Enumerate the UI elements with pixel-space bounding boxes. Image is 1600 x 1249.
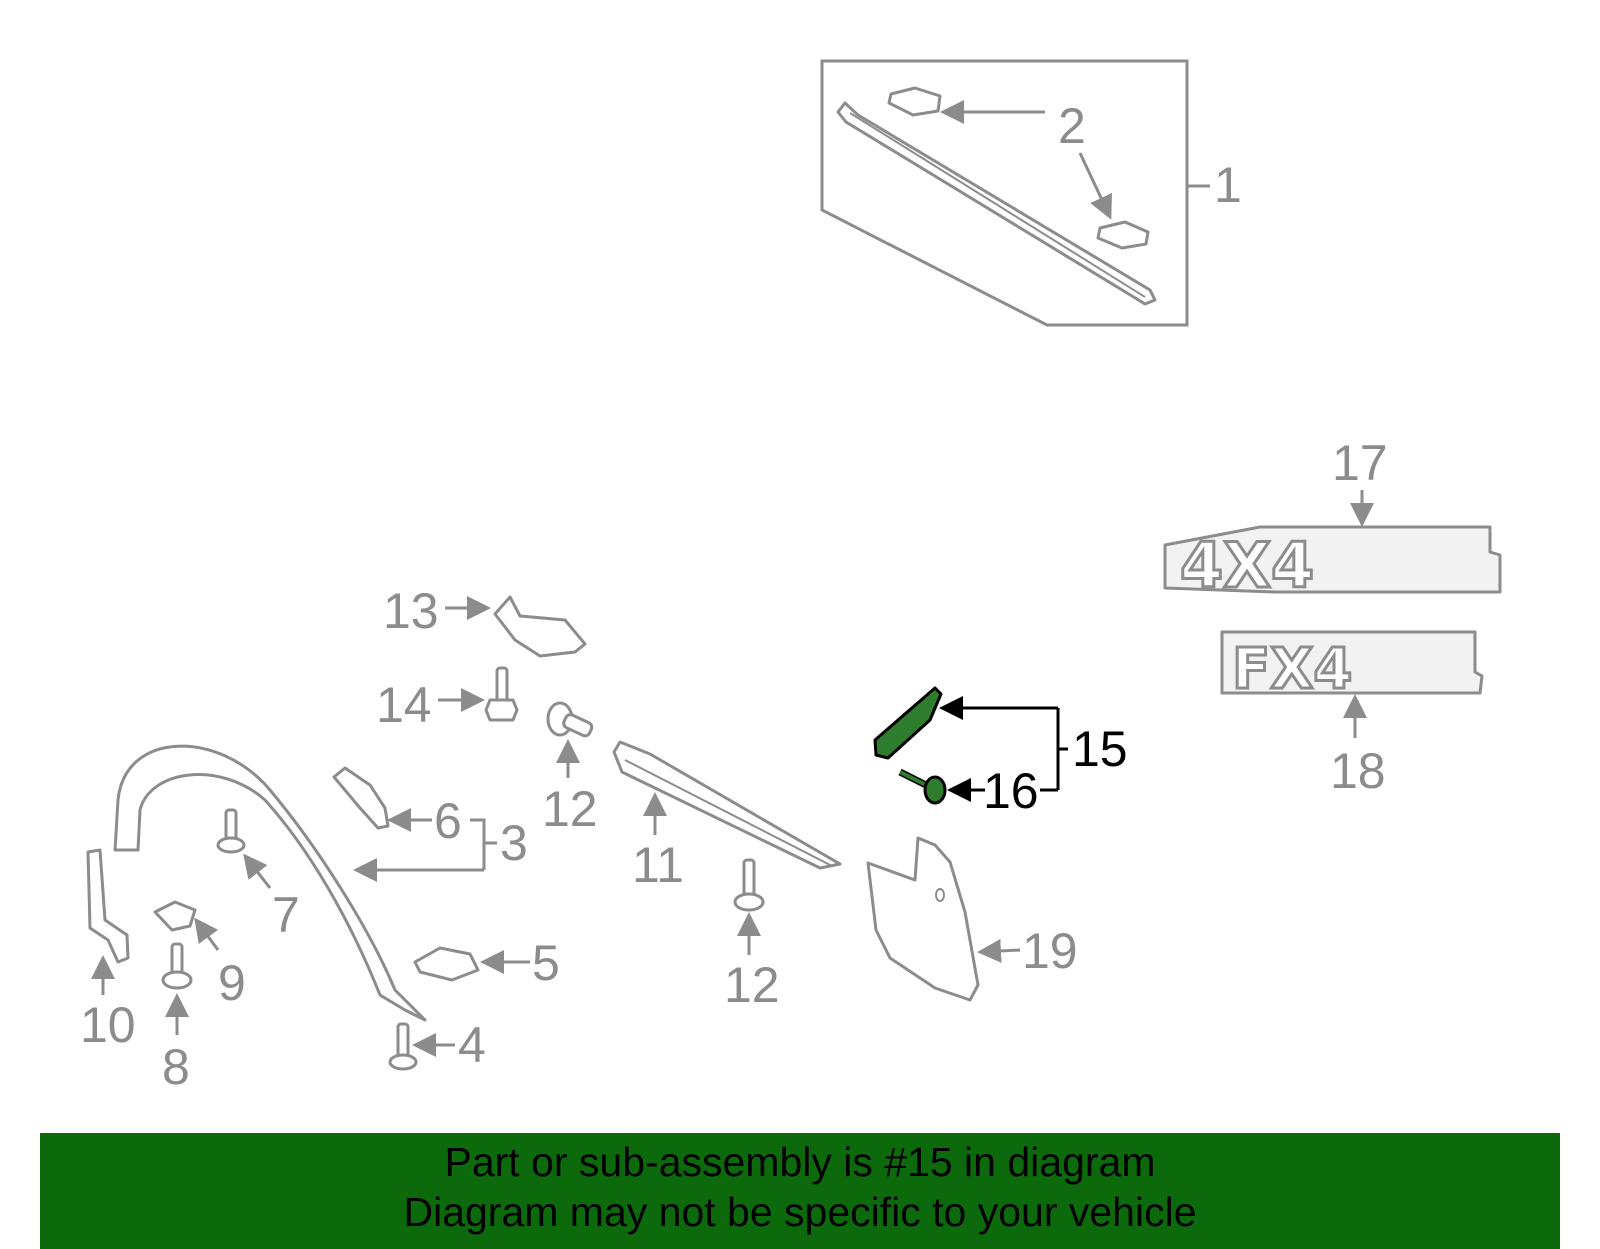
- callout-11: 11: [632, 837, 684, 893]
- part-3-wheel-flare: [113, 744, 497, 1022]
- part-5-nut-clip: [413, 946, 530, 982]
- callout-15: 15: [1072, 721, 1128, 777]
- part-16-screw: [898, 768, 1058, 805]
- part-19-mud-flap: [866, 836, 1021, 1002]
- callout-7: 7: [272, 887, 300, 943]
- callout-14: 14: [376, 677, 432, 733]
- callout-16: 16: [983, 763, 1039, 819]
- callout-12-upper: 12: [542, 781, 598, 837]
- part-17-4x4-emblem: 4X4: [1163, 490, 1502, 604]
- callout-5: 5: [532, 935, 560, 991]
- callout-8: 8: [162, 1039, 190, 1095]
- info-banner: Part or sub-assembly is #15 in diagram D…: [40, 1133, 1560, 1249]
- part-1-molding-assembly: [820, 59, 1189, 327]
- callout-6: 6: [434, 793, 462, 849]
- banner-line-2: Diagram may not be specific to your vehi…: [403, 1189, 1197, 1235]
- part-14-bolt: [438, 666, 519, 722]
- part-8-screw: [161, 942, 193, 1035]
- callout-4: 4: [458, 1017, 486, 1073]
- part-18-fx4-emblem: FX4: [1220, 630, 1484, 738]
- part-12-pushpin-upper: [546, 701, 594, 778]
- svg-text:4X4: 4X4: [1180, 529, 1314, 602]
- svg-text:FX4: FX4: [1232, 637, 1352, 702]
- callout-3: 3: [500, 815, 528, 871]
- callout-12-lower: 12: [724, 957, 780, 1013]
- callout-10: 10: [80, 997, 136, 1053]
- part-10-strip: [86, 848, 130, 995]
- part-7-pin: [216, 808, 272, 889]
- part-2-clip: [887, 86, 1150, 250]
- callout-19: 19: [1022, 923, 1078, 979]
- part-4-pin: [388, 1022, 455, 1071]
- part-12-pin-lower: [733, 858, 765, 955]
- callout-2: 2: [1058, 98, 1086, 154]
- callout-17: 17: [1332, 435, 1388, 491]
- part-13-shield: [445, 595, 587, 658]
- callout-18: 18: [1330, 743, 1386, 799]
- part-15-bracket: [873, 686, 1068, 790]
- part-11-molding: [612, 740, 842, 870]
- banner-line-1: Part or sub-assembly is #15 in diagram: [444, 1139, 1156, 1185]
- part-6-bracket: [332, 766, 432, 832]
- callout-1: 1: [1214, 157, 1242, 213]
- callout-13: 13: [383, 583, 439, 639]
- callout-9: 9: [218, 955, 246, 1011]
- part-9-clip: [153, 900, 220, 951]
